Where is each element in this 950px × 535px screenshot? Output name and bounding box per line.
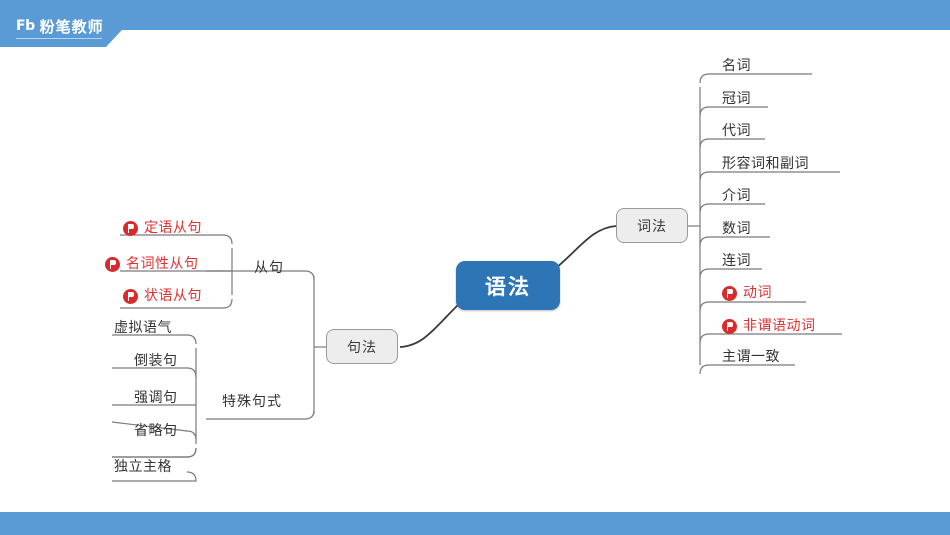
leaf-label: 形容词和副词: [722, 156, 809, 172]
list-item[interactable]: 主谓一致: [722, 349, 780, 365]
list-item[interactable]: 数词: [722, 221, 751, 237]
list-item[interactable]: 定语从句: [123, 220, 202, 236]
leaf-label: 冠词: [722, 91, 751, 107]
list-item[interactable]: 连词: [722, 253, 751, 269]
list-item[interactable]: 省略句: [134, 423, 178, 439]
group-label-congju[interactable]: 从句: [254, 260, 284, 276]
bottom-banner: [0, 512, 950, 535]
leaf-label: 倒装句: [134, 353, 178, 369]
brand-logo: Fb 粉笔教师: [16, 16, 104, 36]
leaf-label: 连词: [722, 253, 751, 269]
leaf-label: 定语从句: [144, 220, 202, 236]
leaf-label: 状语从句: [144, 288, 202, 304]
leaf-label: 动词: [743, 285, 772, 301]
list-item[interactable]: 名词: [722, 58, 751, 74]
leaf-label: 名词: [722, 58, 751, 74]
flag-icon: [722, 285, 737, 301]
branch-node-jufa[interactable]: 句法: [326, 329, 398, 364]
list-item[interactable]: 冠词: [722, 91, 751, 107]
root-node[interactable]: 语法: [456, 261, 560, 310]
logo-mark-icon: Fb: [16, 18, 35, 34]
leaf-label: 虚拟语气: [114, 320, 172, 336]
leaf-label: 数词: [722, 221, 751, 237]
top-banner: [0, 0, 950, 30]
list-item[interactable]: 介词: [722, 188, 751, 204]
list-item[interactable]: 状语从句: [123, 288, 202, 304]
flag-icon: [722, 318, 737, 334]
list-item[interactable]: 代词: [722, 123, 751, 139]
leaf-label: 代词: [722, 123, 751, 139]
list-item[interactable]: 独立主格: [114, 459, 172, 475]
leaf-label: 独立主格: [114, 459, 172, 475]
logo-text: 粉笔教师: [39, 17, 104, 36]
list-item[interactable]: 名词性从句: [105, 256, 199, 272]
leaf-label: 主谓一致: [722, 349, 780, 365]
list-item[interactable]: 非谓语动词: [722, 318, 816, 334]
list-item[interactable]: 强调句: [134, 390, 178, 406]
leaf-label: 强调句: [134, 390, 178, 406]
leaf-label: 名词性从句: [126, 256, 199, 272]
leaf-label: 非谓语动词: [743, 318, 816, 334]
flag-icon: [123, 220, 138, 236]
leaf-label: 介词: [722, 188, 751, 204]
group-label-teshujushi[interactable]: 特殊句式: [222, 394, 282, 410]
list-item[interactable]: 虚拟语气: [114, 320, 172, 336]
logo-underline: [16, 38, 102, 39]
branch-node-cifa[interactable]: 词法: [616, 208, 688, 243]
list-item[interactable]: 动词: [722, 285, 772, 301]
list-item[interactable]: 形容词和副词: [722, 156, 809, 172]
flag-icon: [105, 256, 120, 272]
leaf-label: 省略句: [134, 423, 178, 439]
flag-icon: [123, 288, 138, 304]
list-item[interactable]: 倒装句: [134, 353, 178, 369]
